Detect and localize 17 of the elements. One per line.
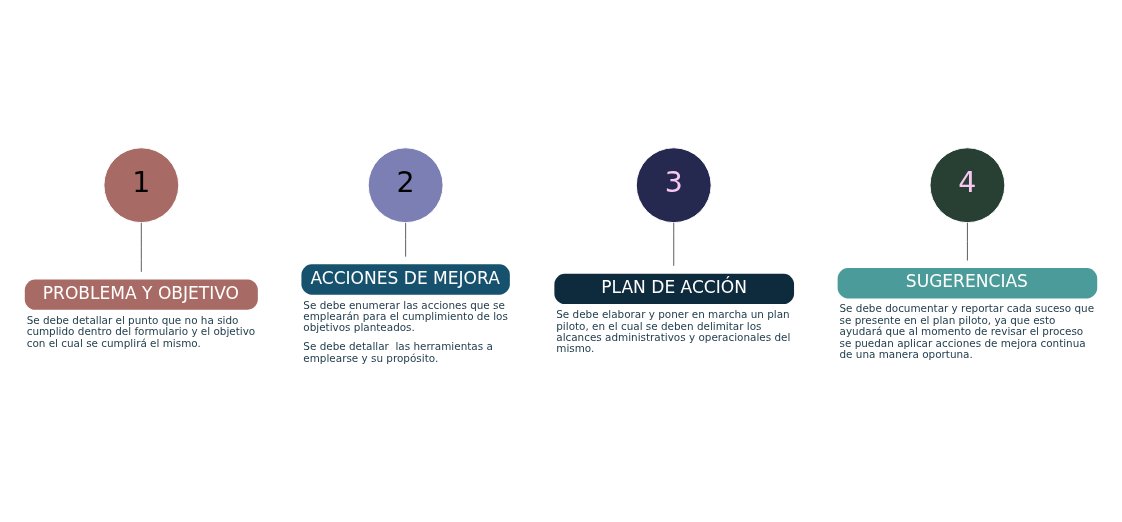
node-label: Se debe elaborar y poner en marcha un plan piloto, en el cual se deben delimitar los alcances administrativos y operacionales del mismo. <box>556 308 791 355</box>
node-box: PROBLEMA Y OBJETIVO <box>24 279 258 310</box>
connector <box>673 222 675 267</box>
node-label: Se debe documentar y reportar cada suceso que se presente en el plan piloto, ya que esto ayudará que al momento de revisar el proceso se puedan aplicar acciones de mejora continua de una manera oportuna. <box>839 302 1095 360</box>
node-label: Se debe detallar el punto que no ha sido cumplido dentro del formulario y el objetivo con el cual se cumplirá el mismo. <box>26 313 256 349</box>
node-box: PLAN DE ACCIÓN <box>554 273 795 305</box>
connector <box>405 222 407 258</box>
node-circle: 2 <box>367 147 444 224</box>
node-box: SUGERENCIAS <box>837 268 1098 299</box>
connector <box>140 222 142 273</box>
node-circle: 3 <box>635 147 712 224</box>
node-box: ACCIONES DE MEJORA <box>301 264 510 295</box>
node-circle: 1 <box>103 147 180 224</box>
node-circle: 4 <box>929 147 1006 224</box>
node-label: Se debe enumerar las acciones que se emplearán para el cumplimiento de los objetivos planteados. <box>303 298 508 334</box>
node-label: Se debe detallar las herramientas a emplearse y su propósito. <box>303 340 493 364</box>
connector <box>966 222 968 261</box>
